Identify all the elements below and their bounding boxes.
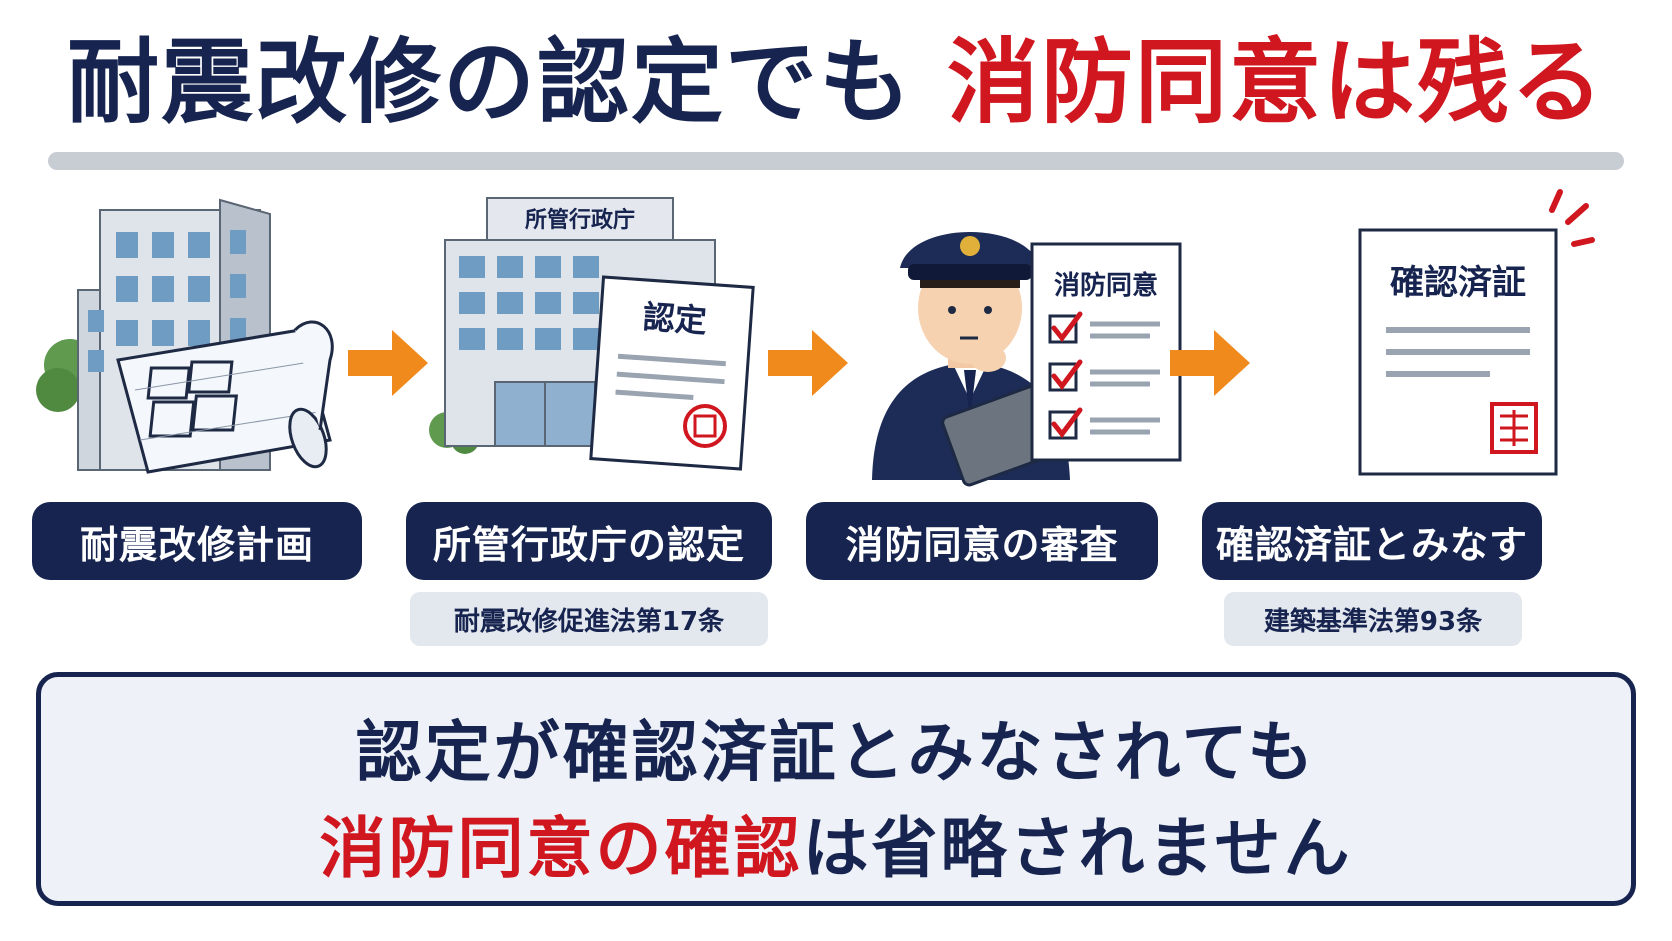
confirmation-title: 確認済証 [1390,263,1526,303]
government-office-illustration: 所管行政庁 認定 [425,190,765,490]
office-sign: 所管行政庁 [525,207,635,233]
arrow-right-icon [768,330,848,396]
firefighter-icon: 消防同意 [872,232,1182,487]
conclusion-emphasis: 消防同意の確認 [319,810,803,887]
law-reference-step-4: 建築基準法第93条 [1224,592,1522,646]
emphasis-marks [1549,189,1595,247]
conclusion-box: 認定が確認済証とみなされても 消防同意の確認は省略されません [36,672,1636,906]
title-part-2: 消防同意は残る [947,29,1606,136]
step-2-label: 所管行政庁の認定 [406,502,772,580]
government-office-icon: 所管行政庁 認定 [429,197,755,471]
page-title: 耐震改修の認定でも消防同意は残る [0,28,1672,138]
confirmation-certificate-illustration: 確認済証 [1330,189,1595,490]
seal-icon [683,404,727,448]
blueprint-icon [116,320,334,474]
conclusion-line-2: 消防同意の確認は省略されません [41,795,1631,891]
step-4-label: 確認済証とみなす [1202,502,1542,580]
checklist-title: 消防同意 [1054,270,1158,301]
fire-review-illustration: 消防同意 [860,190,1190,490]
checklist-icon: 消防同意 [1030,242,1182,462]
step-1-label: 耐震改修計画 [32,502,362,580]
arrow-right-icon [1170,330,1250,396]
building-icon [36,198,334,474]
seal-icon [1490,402,1538,454]
conclusion-line-2-rest: は省略されません [802,810,1353,887]
title-part-1: 耐震改修の認定でも [66,29,913,136]
title-divider [48,152,1624,170]
certificate-icon: 認定 [589,275,755,471]
law-reference-step-2: 耐震改修促進法第17条 [410,592,768,646]
confirmation-certificate-icon: 確認済証 [1358,189,1595,476]
step-3-label: 消防同意の審査 [806,502,1158,580]
arrow-right-icon [348,330,428,396]
building-blueprint-illustration [36,190,350,490]
certificate-title: 認定 [642,298,709,340]
conclusion-line-1: 認定が確認済証とみなされても [355,714,1317,791]
